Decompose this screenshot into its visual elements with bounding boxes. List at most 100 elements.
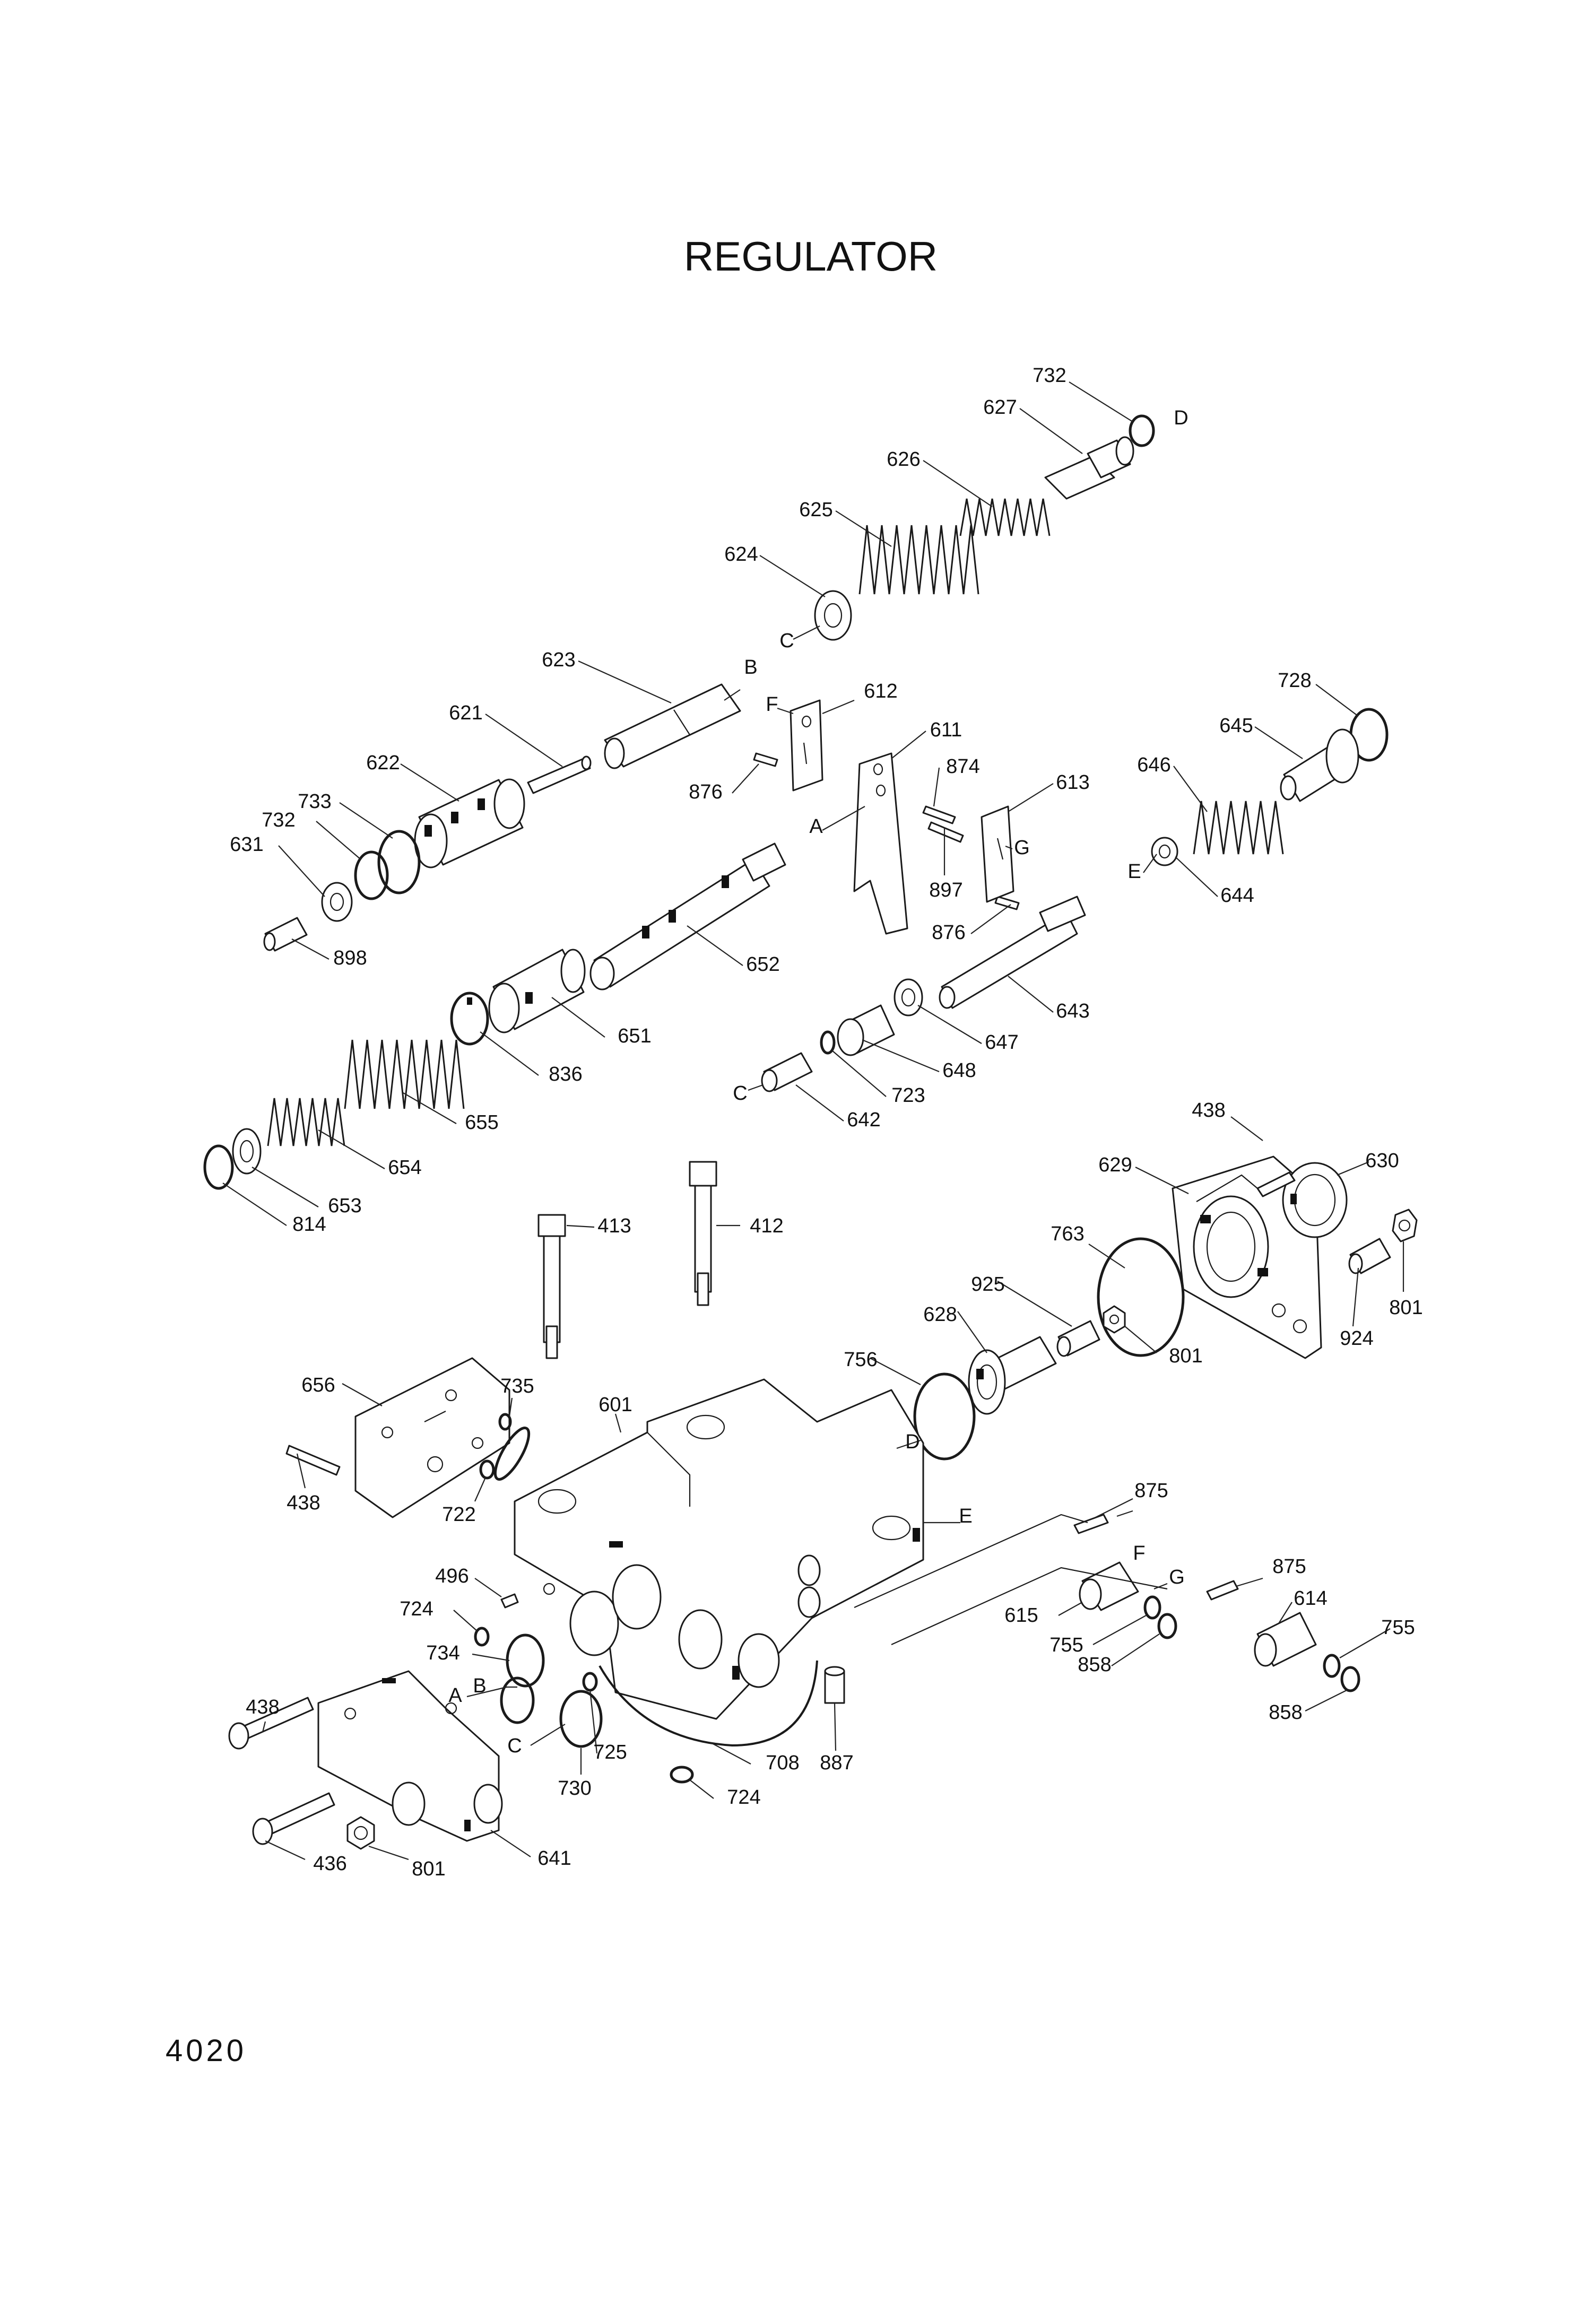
set-screw-925 — [1056, 1320, 1100, 1357]
callout-label: A — [448, 1684, 462, 1707]
diagram-title: REGULATOR — [684, 233, 938, 280]
callout-label: 629 — [1098, 1154, 1132, 1176]
callout-label: 612 — [864, 680, 897, 702]
lever-611 — [853, 752, 908, 935]
callout-label: 708 — [766, 1752, 799, 1774]
adjust-screw-628 — [968, 1336, 1057, 1415]
spring-654 — [267, 1098, 345, 1146]
callout-label: 654 — [388, 1157, 421, 1179]
pin-887 — [824, 1666, 845, 1704]
o-ring-755-b — [1323, 1654, 1341, 1678]
callout-label: 623 — [542, 649, 575, 671]
sleeve-648 — [837, 1004, 895, 1056]
callout-label: 733 — [298, 790, 331, 813]
nut-801-bottom — [346, 1816, 375, 1850]
callout-label: 801 — [412, 1858, 445, 1880]
leader-lines — [222, 381, 1404, 1861]
nut-801-mid — [1103, 1305, 1126, 1334]
callout-label: 613 — [1056, 771, 1089, 794]
guide-line-G — [891, 1567, 1168, 1646]
plug-496 — [500, 1593, 519, 1609]
callout-label: 621 — [449, 702, 482, 724]
sleeve-615 — [1079, 1561, 1139, 1611]
snap-ring-858-b — [1340, 1666, 1360, 1692]
callout-label: 627 — [983, 396, 1017, 419]
callout-label: 875 — [1134, 1480, 1168, 1502]
o-ring-755-a — [1143, 1595, 1161, 1620]
o-ring-756 — [913, 1372, 976, 1461]
callout-label: 876 — [689, 781, 722, 803]
callout-label: 651 — [618, 1025, 651, 1047]
pin-898 — [263, 917, 308, 952]
sleeve-623 — [604, 683, 741, 769]
set-screw-924 — [1348, 1238, 1391, 1274]
spring-seat-644 — [1151, 837, 1178, 866]
snap-ring-858-a — [1157, 1613, 1177, 1639]
callout-label: 626 — [887, 448, 920, 471]
o-ring-735 — [493, 1427, 531, 1481]
sleeve-614 — [1254, 1612, 1317, 1667]
callout-label: 624 — [724, 543, 758, 566]
callout-label: 836 — [549, 1063, 582, 1085]
cover-641 — [317, 1670, 503, 1842]
callout-label: 641 — [537, 1847, 571, 1870]
bolt-438-lower — [228, 1697, 314, 1750]
callout-label: 642 — [847, 1109, 880, 1131]
o-ring-732-top — [1129, 414, 1155, 447]
guide-line-438 — [1196, 1174, 1258, 1202]
nut-801-right — [1392, 1209, 1418, 1242]
callout-label: 648 — [942, 1059, 976, 1082]
callout-label: 625 — [799, 499, 832, 521]
o-ring-722 — [479, 1459, 495, 1480]
callout-label: 763 — [1051, 1223, 1084, 1245]
o-ring-724-left — [474, 1627, 490, 1647]
pin-874 — [922, 805, 956, 824]
callout-label: 725 — [593, 1741, 627, 1763]
callout-label: 652 — [746, 953, 779, 976]
plug-645 — [1280, 728, 1359, 802]
callout-label: 730 — [558, 1777, 591, 1800]
callout-label: D — [905, 1431, 920, 1453]
callout-label: 438 — [246, 1696, 279, 1718]
spring-seat-624 — [814, 590, 852, 641]
callout-label: 898 — [333, 947, 367, 969]
callout-label: 924 — [1340, 1327, 1373, 1350]
callout-label: 645 — [1219, 715, 1253, 737]
callout-label: 655 — [465, 1111, 498, 1134]
piston-622 — [414, 778, 525, 868]
callout-label: A — [809, 815, 823, 838]
bolt-413 — [537, 1214, 566, 1359]
callout-label: 875 — [1272, 1555, 1306, 1578]
callout-label: 887 — [820, 1752, 853, 1774]
pin-875-right — [1206, 1580, 1239, 1601]
callout-label: F — [1133, 1542, 1145, 1565]
callout-label: 438 — [1192, 1099, 1225, 1122]
bolt-436 — [252, 1792, 335, 1845]
callout-label: 858 — [1078, 1654, 1111, 1676]
callout-label: E — [959, 1505, 972, 1527]
bolt-438-top — [1256, 1171, 1296, 1197]
o-ring-732 — [354, 850, 389, 900]
callout-label: 646 — [1137, 754, 1170, 776]
callout-label: G — [1014, 837, 1030, 859]
callout-label: 756 — [844, 1349, 877, 1371]
callout-label: G — [1169, 1566, 1185, 1588]
pin-897 — [927, 821, 964, 843]
snap-ring-814 — [203, 1144, 234, 1190]
snap-ring-836 — [450, 992, 489, 1046]
callout-label: 611 — [930, 719, 962, 741]
callout-label: 622 — [366, 752, 400, 774]
spring-646 — [1193, 801, 1284, 855]
ring-647 — [894, 978, 923, 1016]
callout-label: 413 — [597, 1215, 631, 1237]
cover-656 — [354, 1357, 510, 1518]
bolt-438-left — [285, 1445, 341, 1476]
callout-label: 801 — [1389, 1297, 1422, 1319]
callout-label: 755 — [1381, 1617, 1415, 1639]
callout-label: 643 — [1056, 1000, 1089, 1022]
o-ring-708 — [598, 1660, 818, 1747]
callout-label: 723 — [891, 1084, 925, 1107]
callout-label: C — [779, 630, 794, 652]
o-ring-730 — [559, 1690, 603, 1748]
